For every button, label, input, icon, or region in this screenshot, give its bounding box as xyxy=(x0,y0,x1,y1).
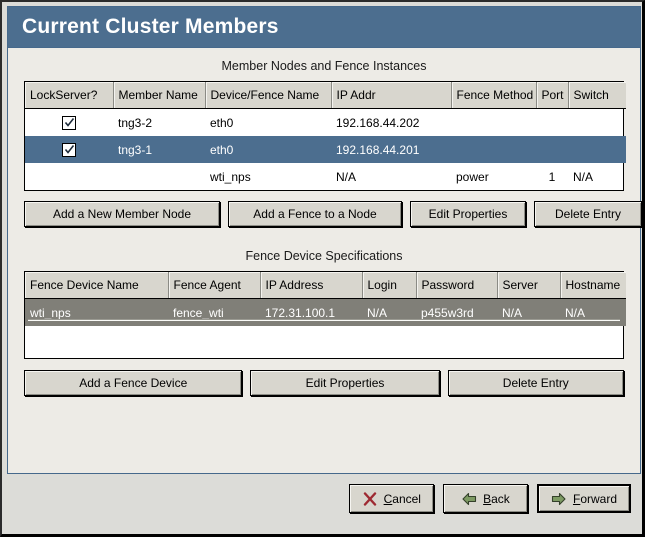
cell-login: N/A xyxy=(362,298,416,326)
cancel-button[interactable]: Cancel xyxy=(348,484,434,513)
cell-fence-method: power xyxy=(456,169,489,184)
add-fence-to-node-button[interactable]: Add a Fence to a Node xyxy=(228,201,402,227)
cell-member-name: tng3-1 xyxy=(113,136,205,163)
add-new-member-node-button[interactable]: Add a New Member Node xyxy=(24,201,220,227)
delete-entry-button-member[interactable]: Delete Entry xyxy=(534,201,642,227)
cell-switch: N/A xyxy=(573,169,594,184)
cell-hostname: N/A xyxy=(560,298,626,326)
fence-button-row: Add a Fence Device Edit Properties Delet… xyxy=(24,370,625,396)
col-login[interactable]: Login xyxy=(362,272,417,299)
back-button-label: Back xyxy=(483,491,510,506)
cell-port: 1 xyxy=(548,169,556,184)
col-hostname[interactable]: Hostname xyxy=(560,272,626,299)
cell-fence-method xyxy=(451,109,536,137)
table-row[interactable]: wti_nps fence_wti 172.31.100.1 N/A p455w… xyxy=(25,298,626,326)
cell-ip-addr: N/A xyxy=(336,169,357,184)
cell-fence-method xyxy=(451,136,536,163)
cell-member-name xyxy=(113,163,205,190)
cell-port xyxy=(536,109,568,137)
cell-ip-addr: 192.168.44.202 xyxy=(336,115,420,130)
cell-switch xyxy=(568,136,626,163)
member-table-header-row: LockServer? Member Name Device/Fence Nam… xyxy=(25,82,626,109)
close-x-icon xyxy=(362,491,378,507)
table-row[interactable]: tng3-1 eth0 192.168.44.201 xyxy=(25,136,626,163)
cell-device-fence-name: eth0 xyxy=(205,136,331,163)
col-lockserver[interactable]: LockServer? xyxy=(25,82,114,109)
cell-port xyxy=(536,136,568,163)
cell-member-name: tng3-2 xyxy=(118,115,153,130)
table-row[interactable]: wti_nps N/A power 1 N/A xyxy=(25,163,626,190)
col-device-fence-name[interactable]: Device/Fence Name xyxy=(205,82,332,109)
col-server[interactable]: Server xyxy=(497,272,561,299)
col-fence-agent[interactable]: Fence Agent xyxy=(168,272,261,299)
arrow-right-icon xyxy=(551,491,567,507)
cell-ip-addr: 192.168.44.201 xyxy=(331,136,451,163)
cell-fence-device-name: wti_nps xyxy=(25,298,168,326)
cell-lockserver[interactable] xyxy=(25,136,113,163)
arrow-left-icon xyxy=(461,491,477,507)
member-nodes-table: LockServer? Member Name Device/Fence Nam… xyxy=(25,82,626,190)
member-nodes-listbox[interactable]: LockServer? Member Name Device/Fence Nam… xyxy=(24,81,626,191)
fence-section-title: Fence Device Specifications xyxy=(245,249,403,263)
member-button-row: Add a New Member Node Add a Fence to a N… xyxy=(24,201,642,227)
col-ip-addr[interactable]: IP Addr xyxy=(331,82,452,109)
page-title: Current Cluster Members xyxy=(22,15,279,38)
section-divider xyxy=(28,319,620,320)
fence-devices-listbox[interactable]: Fence Device Name Fence Agent IP Address… xyxy=(24,271,626,359)
col-member-name[interactable]: Member Name xyxy=(113,82,206,109)
back-button[interactable]: Back xyxy=(442,484,528,513)
col-port[interactable]: Port xyxy=(536,82,569,109)
dialog-footer: Cancel Back Forward xyxy=(2,474,642,534)
member-section-title: Member Nodes and Fence Instances xyxy=(221,59,427,73)
cell-device-fence-name: eth0 xyxy=(210,115,234,130)
panel-body: Member Nodes and Fence Instances LockSer… xyxy=(8,48,642,474)
forward-button[interactable]: Forward xyxy=(536,484,631,513)
cell-lockserver[interactable] xyxy=(25,109,113,137)
cell-ip-address: 172.31.100.1 xyxy=(260,298,362,326)
col-switch[interactable]: Switch xyxy=(568,82,626,109)
edit-properties-button-member[interactable]: Edit Properties xyxy=(410,201,526,227)
col-fence-device-name[interactable]: Fence Device Name xyxy=(25,272,169,299)
table-row[interactable]: tng3-2 eth0 192.168.44.202 xyxy=(25,109,626,137)
col-ip-address[interactable]: IP Address xyxy=(260,272,363,299)
cell-device-fence-name: wti_nps xyxy=(210,169,251,184)
checkbox-lockserver-checked[interactable] xyxy=(62,142,76,157)
col-password[interactable]: Password xyxy=(416,272,498,299)
main-panel: Current Cluster Members Member Nodes and… xyxy=(7,6,642,474)
fence-devices-table: Fence Device Name Fence Agent IP Address… xyxy=(25,272,626,326)
fence-table-header-row: Fence Device Name Fence Agent IP Address… xyxy=(25,272,626,299)
add-fence-device-button[interactable]: Add a Fence Device xyxy=(24,370,243,396)
forward-button-label: Forward xyxy=(572,491,617,506)
cell-lockserver xyxy=(25,163,113,190)
delete-entry-button-fence[interactable]: Delete Entry xyxy=(447,370,625,396)
edit-properties-button-fence[interactable]: Edit Properties xyxy=(250,370,440,396)
cell-fence-agent: fence_wti xyxy=(168,298,260,326)
cancel-button-label: Cancel xyxy=(383,491,421,506)
col-fence-method[interactable]: Fence Method xyxy=(451,82,537,109)
checkbox-lockserver-checked[interactable] xyxy=(62,115,76,130)
cell-server: N/A xyxy=(497,298,560,326)
cell-switch xyxy=(568,109,626,137)
title-bar: Current Cluster Members xyxy=(8,7,640,48)
cell-password: p455w3rd xyxy=(416,298,497,326)
